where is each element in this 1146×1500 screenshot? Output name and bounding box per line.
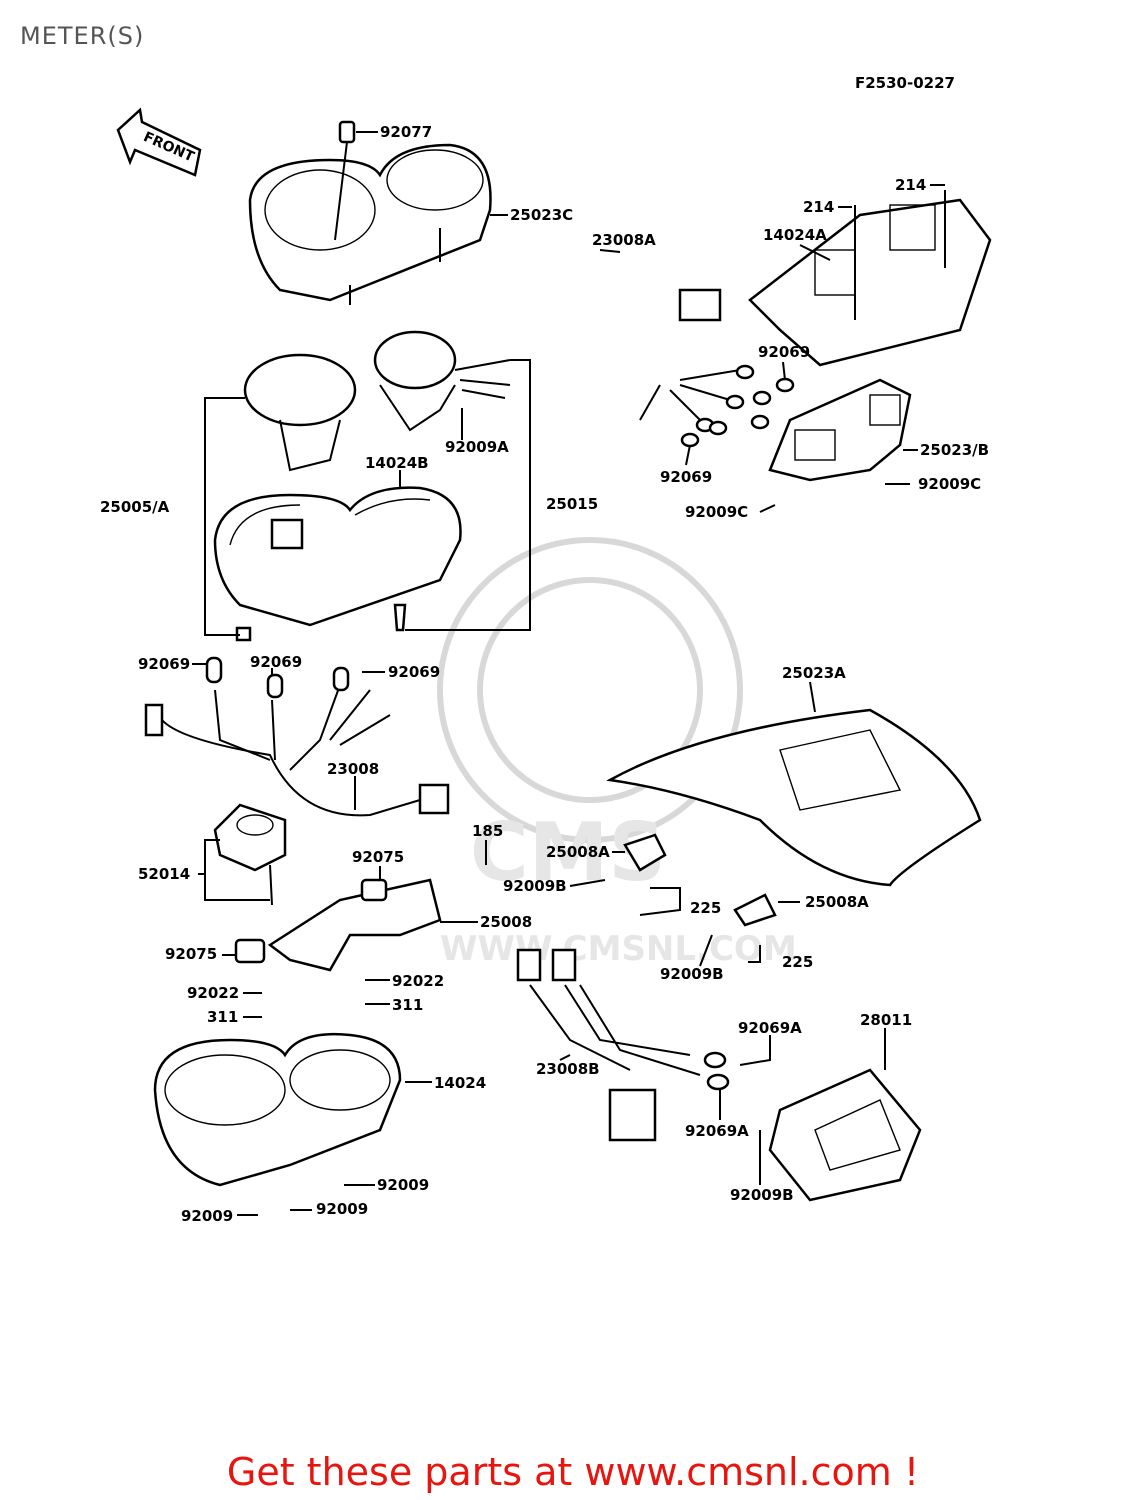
label-185: 185 [472, 822, 503, 840]
label-14024B: 14024B [365, 454, 429, 472]
module-part [768, 1068, 922, 1202]
label-92009-left: 92009 [181, 1207, 233, 1225]
meter-gauges-part [243, 330, 511, 472]
lower-wiring-part [144, 656, 450, 817]
label-214-right: 214 [895, 176, 926, 194]
label-92009A: 92009A [445, 438, 509, 456]
label-14024: 14024 [434, 1074, 486, 1092]
meter-cover-part [248, 120, 492, 305]
label-92077: 92077 [380, 123, 432, 141]
page-title: METER(S) [20, 22, 145, 50]
cowl-part [606, 708, 982, 887]
label-52014: 52014 [138, 865, 190, 883]
label-92069-center: 92069 [250, 653, 302, 671]
label-25015: 25015 [546, 495, 598, 513]
wiring-harness-part [565, 247, 795, 448]
label-92009B-top: 92009B [503, 877, 567, 895]
group-bracket-left [204, 397, 245, 636]
label-92075-bottom: 92075 [165, 945, 217, 963]
label-92069-mid: 92069 [660, 468, 712, 486]
meter-case-part [213, 486, 462, 642]
label-28011: 28011 [860, 1011, 912, 1029]
upper-cover-part [748, 190, 992, 367]
svg-text:WWW.CMSNL.COM: WWW.CMSNL.COM [440, 929, 797, 969]
label-92009-center: 92009 [316, 1200, 368, 1218]
label-92009B-bottom: 92009B [730, 1186, 794, 1204]
label-25005A: 25005/A [100, 498, 170, 516]
label-23008A: 23008A [592, 231, 656, 249]
label-25023A: 25023A [782, 664, 846, 682]
label-92075-top: 92075 [352, 848, 404, 866]
label-25008: 25008 [480, 913, 532, 931]
label-25023C: 25023C [510, 206, 573, 224]
label-25008A-left: 25008A [546, 843, 610, 861]
leader-lines [192, 131, 945, 1216]
label-25023B: 25023/B [920, 441, 989, 459]
label-92069A-top: 92069A [738, 1019, 802, 1037]
label-92009B-mid: 92009B [660, 965, 724, 983]
label-25008A-right: 25008A [805, 893, 869, 911]
label-311-right: 311 [392, 996, 423, 1014]
center-bracket-part [234, 878, 442, 972]
watermark-logo: CMS WWW.CMSNL.COM [437, 537, 797, 969]
part-labels: 92077 25023C 23008A 14024A 214 214 92069… [100, 123, 989, 1225]
label-92069-left: 92069 [138, 655, 190, 673]
label-92009C-left: 92009C [685, 503, 748, 521]
label-92009C-right: 92009C [918, 475, 981, 493]
label-92069A-bottom: 92069A [685, 1122, 749, 1140]
label-14024A: 14024A [763, 226, 827, 244]
front-arrow-icon: FRONT [116, 107, 202, 177]
mounting-plate-part [623, 833, 777, 927]
right-bracket-part [768, 378, 912, 482]
label-225-top: 225 [690, 899, 721, 917]
label-23008: 23008 [327, 760, 379, 778]
label-225-bottom: 225 [782, 953, 813, 971]
label-92069-right: 92069 [388, 663, 440, 681]
footer-link[interactable]: Get these parts at www.cmsnl.com ! [226, 1450, 920, 1494]
label-92069-top: 92069 [758, 343, 810, 361]
parts-diagram: CMS WWW.CMSNL.COM FRONT F2530-0227 [100, 74, 992, 1225]
label-92009-right: 92009 [377, 1176, 429, 1194]
connector-harness-part [516, 948, 730, 1142]
lower-case-part [153, 1033, 402, 1187]
label-92022-left: 92022 [187, 984, 239, 1002]
label-311-left: 311 [207, 1008, 238, 1026]
label-92022-right: 92022 [392, 972, 444, 990]
group-bracket-right [405, 359, 531, 631]
label-214-left: 214 [803, 198, 834, 216]
sensor-part [213, 803, 287, 906]
diagram-code: F2530-0227 [855, 74, 955, 92]
label-23008B: 23008B [536, 1060, 600, 1078]
